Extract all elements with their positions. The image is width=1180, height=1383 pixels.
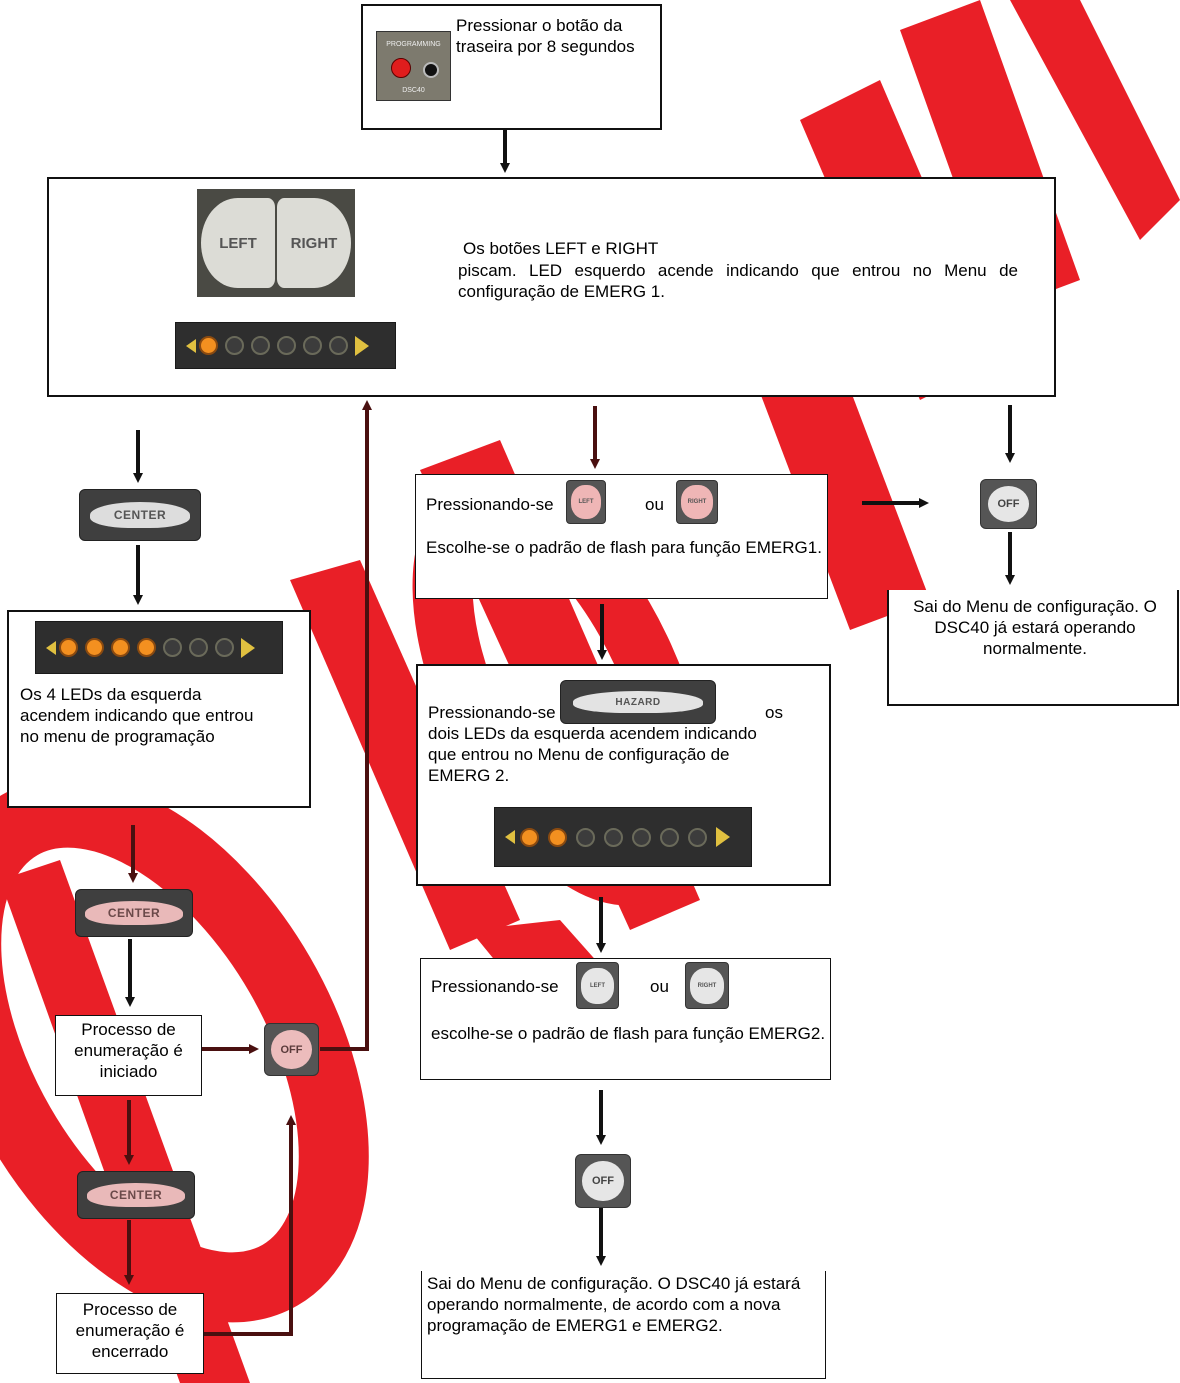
led-icon — [548, 827, 567, 847]
emerg2-suffix: os — [765, 703, 783, 722]
small-left-button: LEFT — [566, 480, 606, 524]
programming-label: PROGRAMMING — [386, 41, 441, 48]
led-icon — [225, 336, 244, 355]
emerg1-box: Pressionando-se LEFT ou RIGHT Escolhe-se… — [415, 474, 828, 599]
red-button-icon — [391, 58, 411, 78]
programming-button-image: PROGRAMMING DSC40 — [376, 31, 451, 101]
led-icon — [85, 638, 104, 657]
four-leds-box: Os 4 LEDs da esquerda acendem indicando … — [7, 610, 311, 808]
off-label: OFF — [987, 485, 1030, 523]
center-button-label: CENTER — [85, 901, 183, 925]
left-arrow-icon — [46, 640, 56, 655]
emerg1-text: Escolhe-se o padrão de flash para função… — [426, 538, 822, 557]
emerg2-text: dois LEDs da esquerda acendem indicando … — [428, 724, 757, 785]
small-right-button: RIGHT — [676, 480, 718, 524]
emerg1-prefix: Pressionando-se — [426, 495, 554, 514]
enum-end-text: Processo de enumeração é encerrado — [75, 1300, 185, 1361]
led-icon — [277, 336, 296, 355]
center-button-label: CENTER — [89, 502, 191, 528]
center-button-1: CENTER — [79, 489, 201, 541]
off-label: OFF — [582, 1161, 624, 1201]
small-right-label: RIGHT — [681, 485, 713, 519]
center-button-2: CENTER — [75, 889, 193, 937]
led-icon — [199, 336, 218, 355]
emerg2-flash-box: Pressionando-se LEFT ou RIGHT escolhe-se… — [420, 958, 831, 1080]
led-icon — [111, 638, 130, 657]
small-left-label: LEFT — [570, 485, 602, 519]
step2-line2: piscam. LED esquerdo acende indicando qu… — [458, 261, 1018, 301]
small-right-label: RIGHT — [690, 967, 724, 1004]
off-button-right: OFF — [980, 479, 1037, 529]
led-icon — [520, 827, 539, 847]
right-arrow-icon — [716, 827, 730, 847]
led-icon — [163, 638, 182, 657]
exit-text: Sai do Menu de configuração. O DSC40 já … — [913, 597, 1157, 658]
led-icon — [329, 336, 348, 355]
led-icon — [137, 638, 156, 657]
right-button-icon: RIGHT — [277, 197, 351, 289]
enum-end-box: Processo de enumeração é encerrado — [56, 1293, 204, 1374]
arrow — [320, 400, 372, 1051]
off-button-middle: OFF — [575, 1154, 631, 1208]
led-strip-emerg2 — [494, 807, 752, 867]
exit-box: Sai do Menu de configuração. O DSC40 já … — [887, 590, 1179, 706]
led-icon — [688, 827, 707, 847]
final-box: Sai do Menu de configuração. O DSC40 já … — [421, 1271, 826, 1379]
small-left-button: LEFT — [576, 962, 619, 1009]
hazard-label: HAZARD — [573, 691, 703, 713]
center-button-3: CENTER — [77, 1171, 195, 1219]
step2-box: LEFT RIGHT Os botões LEFT e RIGHT piscam… — [47, 177, 1056, 397]
off-button-left: OFF — [264, 1023, 319, 1076]
small-left-label: LEFT — [581, 967, 614, 1004]
dsc40-label: DSC40 — [402, 87, 425, 94]
enum-start-box: Processo de enumeração é iniciado — [55, 1015, 202, 1096]
led-icon — [59, 638, 78, 657]
led-icon — [660, 827, 679, 847]
led-strip-four — [35, 621, 283, 674]
emerg2-flash-text: escolhe-se o padrão de flash para função… — [431, 1024, 826, 1043]
led-icon — [632, 827, 651, 847]
emerg2-flash-or: ou — [650, 977, 669, 996]
led-icon — [215, 638, 234, 657]
left-button-icon: LEFT — [201, 197, 275, 289]
right-arrow-icon — [355, 335, 369, 356]
emerg2-box: Pressionando-se HAZARD os dois LEDs da e… — [416, 664, 831, 886]
step1-box: PROGRAMMING DSC40 Pressionar o botão da … — [361, 4, 662, 130]
led-icon — [251, 336, 270, 355]
right-arrow-icon — [241, 637, 255, 658]
off-label: OFF — [271, 1030, 312, 1069]
led-icon — [189, 638, 208, 657]
led-strip-emerg1 — [175, 322, 396, 369]
final-text: Sai do Menu de configuração. O DSC40 já … — [427, 1274, 801, 1335]
enum-start-text: Processo de enumeração é iniciado — [74, 1020, 183, 1081]
emerg2-prefix: Pressionando-se — [428, 703, 556, 722]
arrow — [204, 1115, 296, 1336]
hole-icon — [423, 62, 439, 78]
step1-text: Pressionar o botão da traseira por 8 seg… — [456, 16, 635, 56]
center-button-label: CENTER — [87, 1183, 185, 1207]
led-icon — [604, 827, 623, 847]
led-icon — [576, 827, 595, 847]
emerg2-flash-prefix: Pressionando-se — [431, 977, 559, 996]
four-leds-text: Os 4 LEDs da esquerda acendem indicando … — [20, 685, 254, 746]
small-right-button: RIGHT — [685, 962, 729, 1009]
left-arrow-icon — [186, 338, 196, 353]
hazard-button: HAZARD — [560, 680, 716, 724]
left-right-buttons-image: LEFT RIGHT — [197, 189, 355, 297]
left-arrow-icon — [505, 830, 515, 844]
led-icon — [303, 336, 322, 355]
emerg1-or: ou — [645, 495, 664, 514]
step2-line1: Os botões LEFT e RIGHT — [463, 239, 659, 258]
